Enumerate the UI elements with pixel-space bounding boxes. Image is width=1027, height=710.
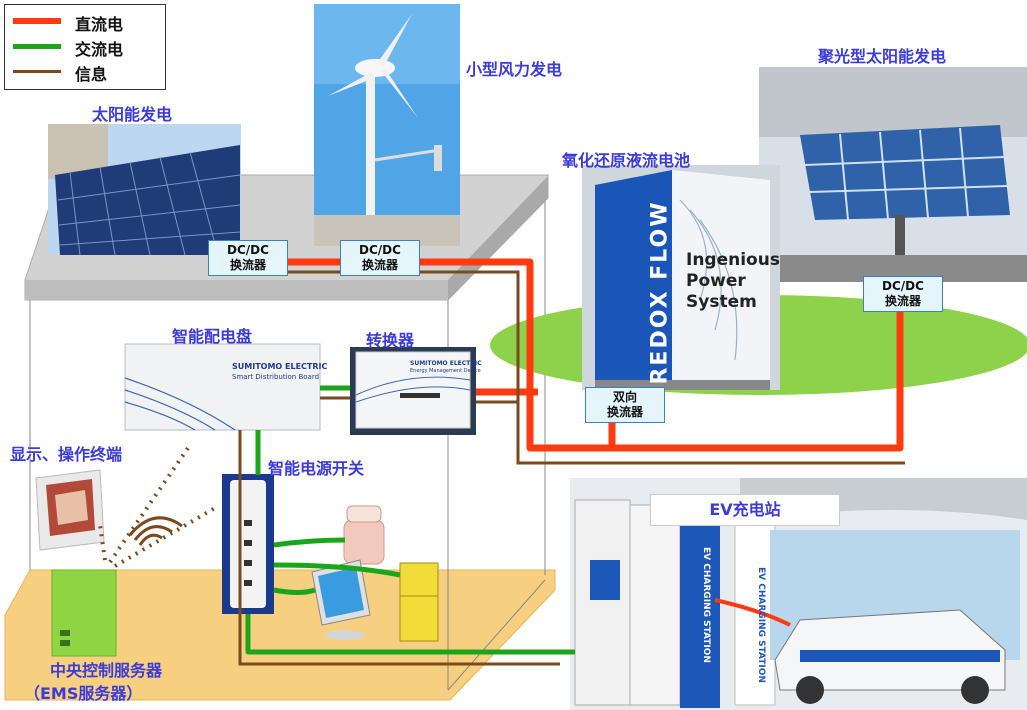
wireless-links: [98, 443, 217, 568]
label-cpv: 聚光型太阳能发电: [818, 47, 947, 66]
wireless-waves: [128, 516, 183, 546]
legend-ac: 交流电: [13, 36, 163, 59]
converter-brand: SUMITOMO ELECTRIC: [410, 360, 482, 367]
label-solar: 太阳能发电: [92, 105, 173, 124]
central-server-image: [51, 569, 117, 657]
dcdc-converter-cpv-top: DC/DC: [882, 279, 924, 293]
refrigerator-image: [399, 562, 439, 642]
label-converter: 转换器: [366, 331, 415, 350]
smart-switch-image: [222, 474, 274, 614]
ev-charging-text-2: EV CHARGING STATION: [755, 567, 766, 683]
legend-ac-label: 交流电: [75, 40, 124, 59]
redox-flow-image: [582, 165, 780, 390]
label-redox: 氧化还原液流电池: [562, 151, 691, 170]
dcdc-converter-cpv: DC/DC 换流器: [863, 276, 943, 312]
bidirectional-converter-top: 双向: [612, 390, 637, 404]
legend-dc: 直流电: [13, 11, 163, 34]
label-central-server: 中央控制服务器: [50, 661, 163, 680]
dcdc-converter-solar-bottom: 换流器: [229, 258, 266, 272]
cpv-image: [759, 67, 1027, 282]
legend: 直流电 交流电 信息: [4, 4, 166, 90]
ev-charging-text-1: EV CHARGING STATION: [700, 547, 711, 663]
label-ev-station: EV充电站: [650, 494, 840, 526]
legend-dc-swatch: [13, 18, 61, 24]
dcdc-converter-wind-bottom: 换流器: [361, 258, 398, 272]
smart-board-brand: SUMITOMO ELECTRIC: [232, 362, 328, 371]
redox-flow-text: REDOX FLOW: [647, 200, 673, 385]
label-wind: 小型风力发电: [466, 60, 563, 79]
kettle-image: [343, 505, 385, 565]
display-terminal-image: [35, 469, 105, 551]
legend-info-label: 信息: [75, 65, 108, 84]
converter-image: [350, 347, 476, 435]
label-smart-switch: 智能电源开关: [268, 459, 365, 478]
solar-panel-image: [48, 124, 241, 256]
bidirectional-converter: 双向 换流器: [585, 387, 665, 423]
ac-lines: [245, 385, 575, 655]
legend-info-swatch: [13, 70, 61, 73]
wind-turbine-image: [314, 4, 460, 246]
dcdc-converter-wind: DC/DC 换流器: [340, 240, 420, 276]
dcdc-converter-cpv-bottom: 换流器: [884, 294, 921, 308]
smart-board-sub: Smart Distribution Board: [232, 373, 320, 381]
ips-line-3: System: [686, 292, 757, 312]
smart-board-image: [124, 343, 321, 431]
ips-line-1: Ingenious: [686, 250, 780, 270]
bidirectional-converter-bottom: 换流器: [606, 405, 643, 419]
converter-sub: Energy Management Device: [410, 368, 481, 374]
label-display: 显示、操作终端: [10, 445, 123, 464]
label-ems-server: （EMS服务器）: [24, 684, 143, 703]
ips-text: Ingenious Power System: [686, 250, 780, 313]
legend-ac-swatch: [13, 44, 61, 49]
ips-line-2: Power: [686, 271, 746, 291]
dcdc-converter-solar-top: DC/DC: [227, 243, 269, 257]
ev-cable: [714, 598, 791, 627]
dcdc-converter-solar: DC/DC 换流器: [208, 240, 288, 276]
legend-dc-label: 直流电: [75, 15, 124, 34]
monitor-image: [311, 559, 371, 640]
dcdc-converter-wind-top: DC/DC: [359, 243, 401, 257]
info-lines: [238, 270, 905, 666]
label-smart-board: 智能配电盘: [172, 327, 253, 346]
legend-info: 信息: [13, 61, 163, 84]
